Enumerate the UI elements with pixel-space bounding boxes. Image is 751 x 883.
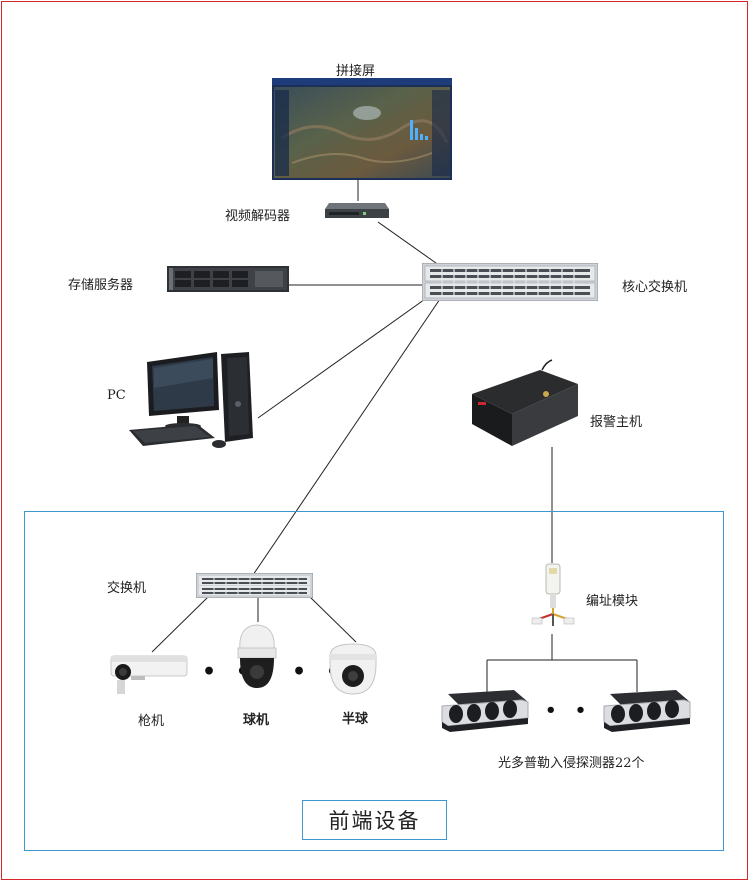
pc-image: [127, 348, 257, 450]
video-decoder-image: [323, 201, 391, 221]
alarm-host-label: 报警主机: [590, 415, 643, 430]
storage-server-image: [167, 266, 289, 292]
splice-screen-image: [272, 78, 452, 180]
wire-switch-bullet: [151, 596, 209, 653]
switch-label: 交换机: [107, 581, 147, 596]
pc-label: PC: [107, 388, 126, 403]
wire-pc-core: [257, 296, 429, 419]
bullet-camera-image: [109, 652, 193, 694]
video-decoder-label: 视频解码器: [225, 209, 291, 224]
detector-right-image: [602, 686, 692, 732]
storage-server-label: 存储服务器: [68, 278, 134, 293]
bullet-camera-label: 枪机: [138, 714, 165, 729]
address-module-label: 编址模块: [586, 594, 639, 609]
switch-image: [195, 572, 314, 599]
alarm-host-image: [470, 358, 580, 448]
detector-left-image: [440, 686, 530, 732]
address-module-image: [528, 560, 578, 636]
core-switch-label: 核心交换机: [622, 280, 688, 295]
detector-label: 光多普勒入侵探测器22个: [498, 756, 645, 771]
wire-switch-halfdome: [309, 596, 357, 643]
splice-screen-label: 拼接屏: [336, 64, 376, 79]
core-switch-image: [421, 262, 599, 302]
dome-camera-label: 球机: [243, 713, 270, 728]
front-end-title: 前端设备: [302, 800, 447, 840]
half-dome-camera-image: [326, 642, 380, 696]
front-end-area: [24, 511, 724, 851]
wire-switch-core: [252, 298, 441, 576]
half-dome-camera-label: 半球: [342, 712, 369, 727]
dome-camera-image: [230, 622, 284, 692]
wire-decoder-core: [377, 221, 444, 269]
